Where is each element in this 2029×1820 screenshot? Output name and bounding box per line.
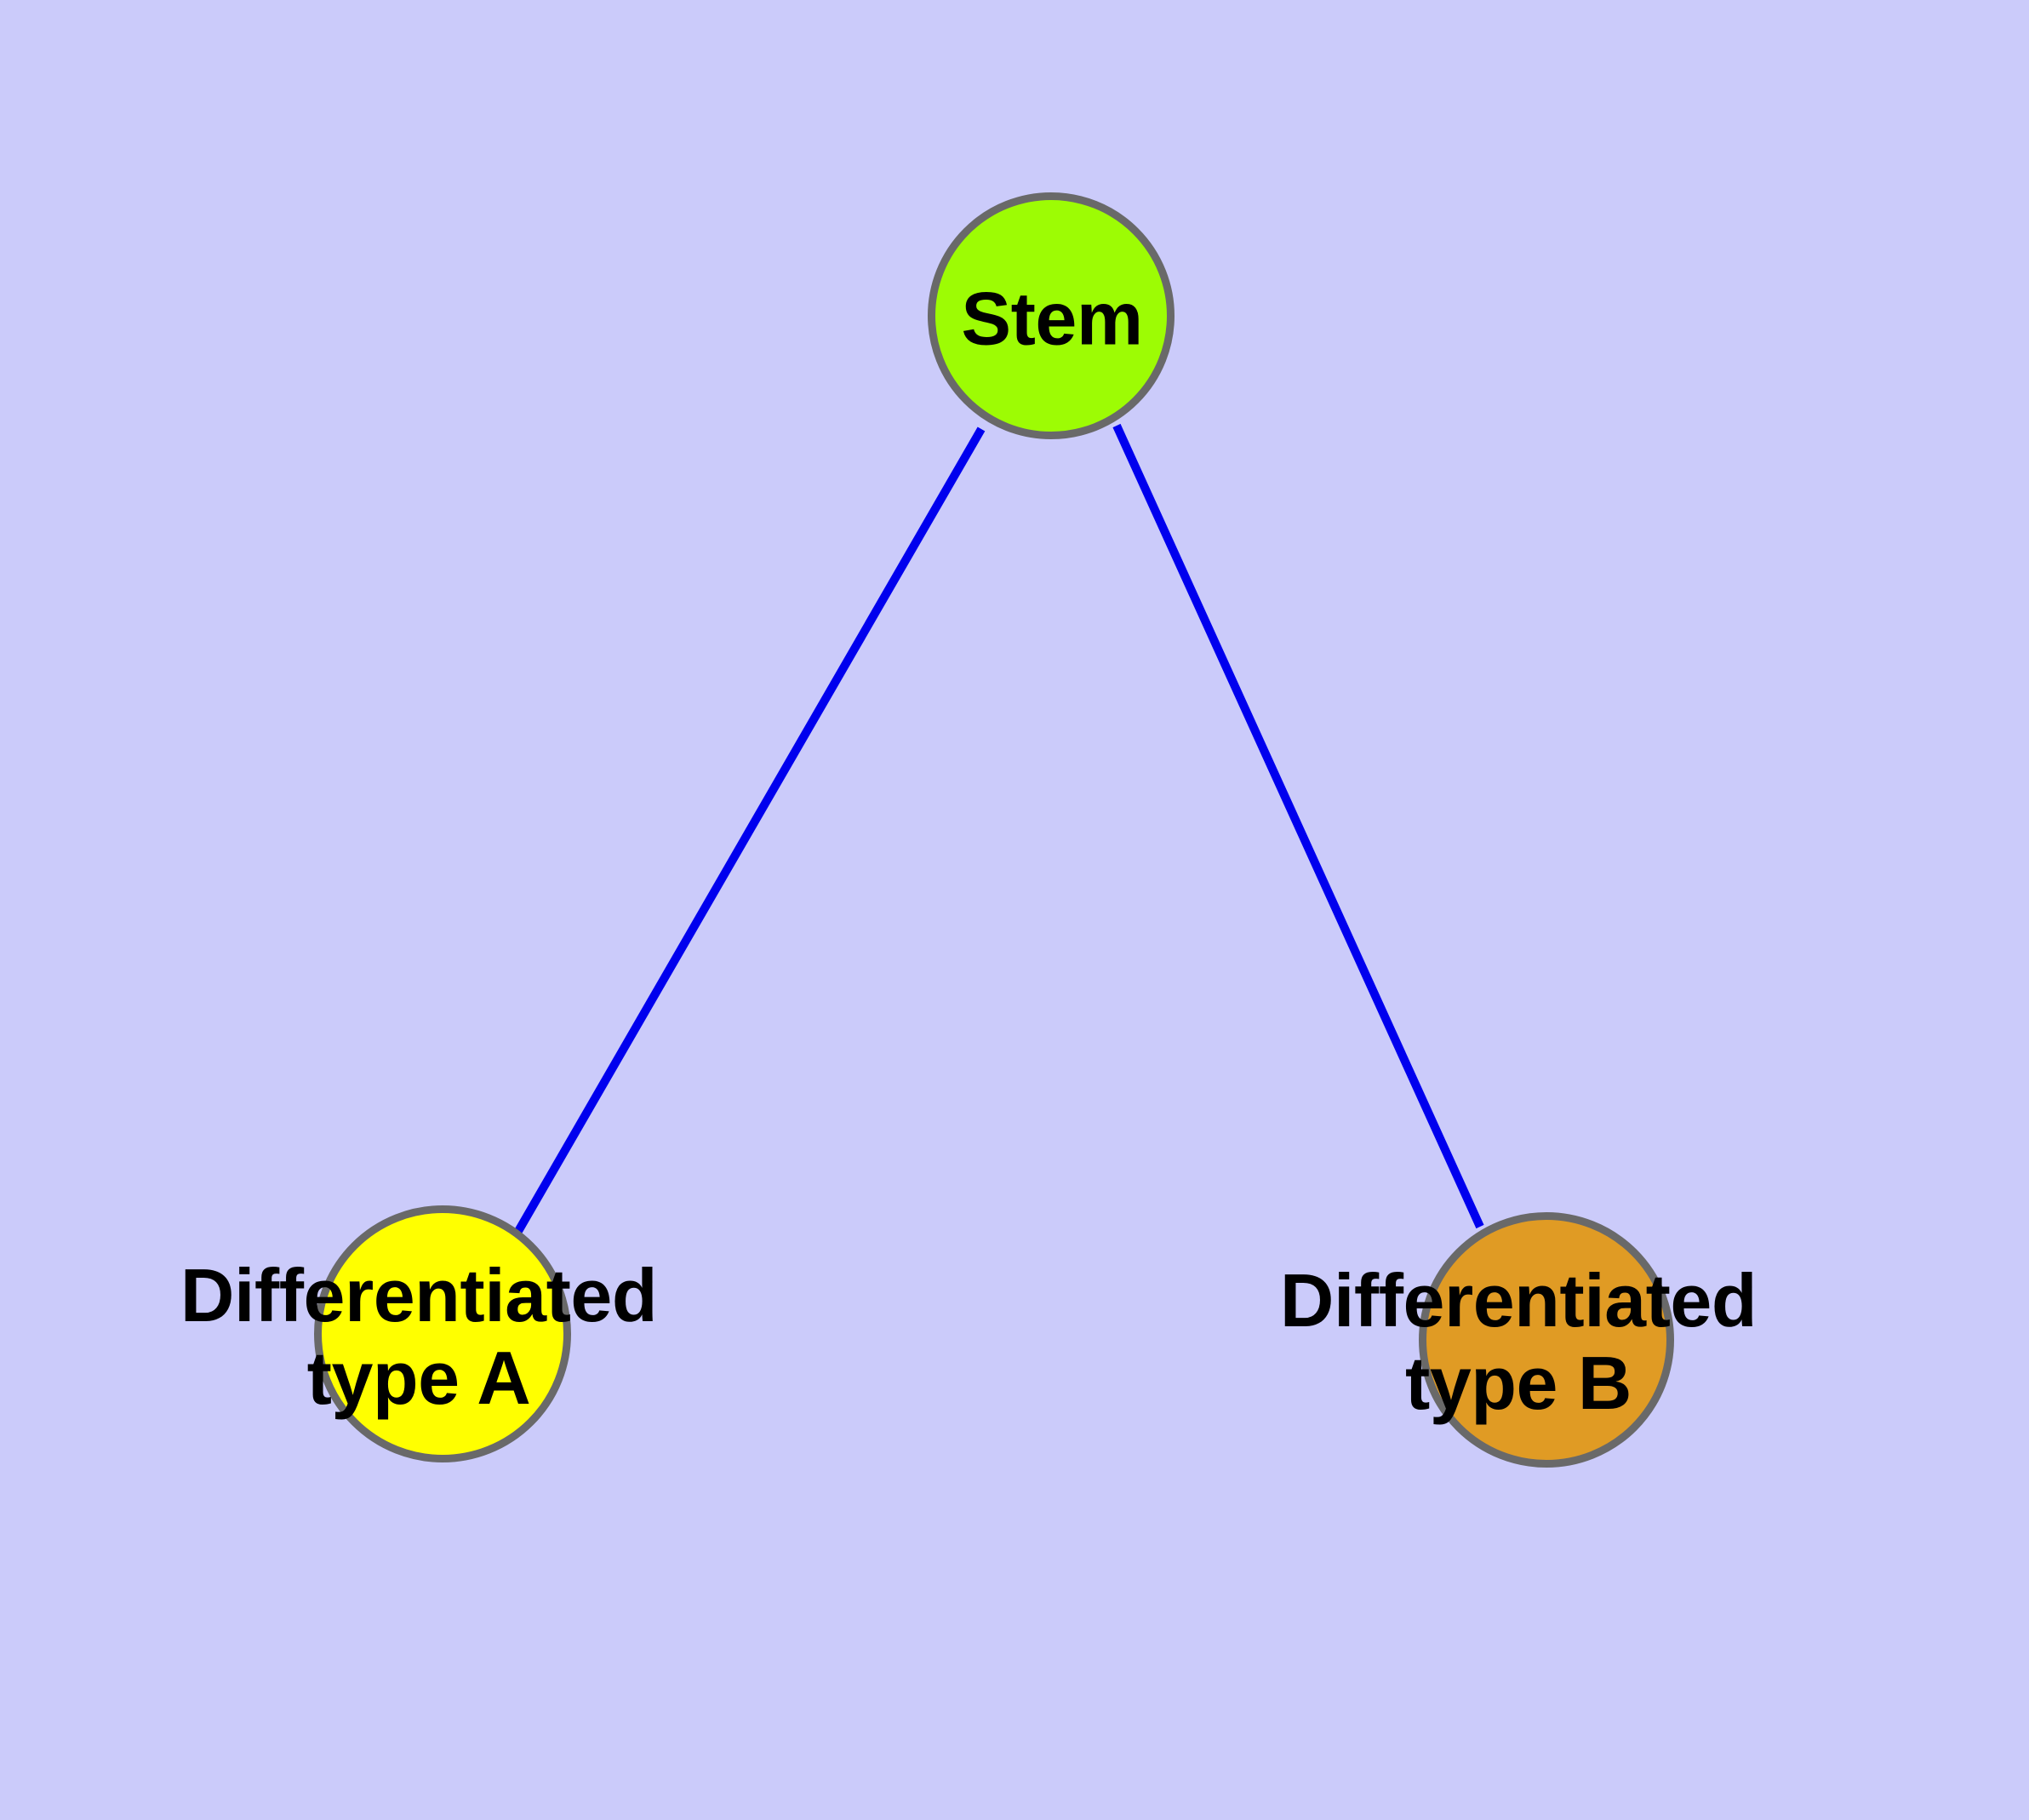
edge-stem-to-differentiated-type-b[interactable] — [1112, 423, 1484, 1229]
edges-group — [513, 423, 1484, 1235]
node-differentiated-type-a[interactable] — [314, 1205, 571, 1462]
nodes-group — [314, 192, 1674, 1468]
node-stem[interactable] — [928, 192, 1175, 439]
node-differentiated-type-b[interactable] — [1419, 1212, 1674, 1468]
edge-stem-to-differentiated-type-a[interactable] — [513, 426, 986, 1235]
